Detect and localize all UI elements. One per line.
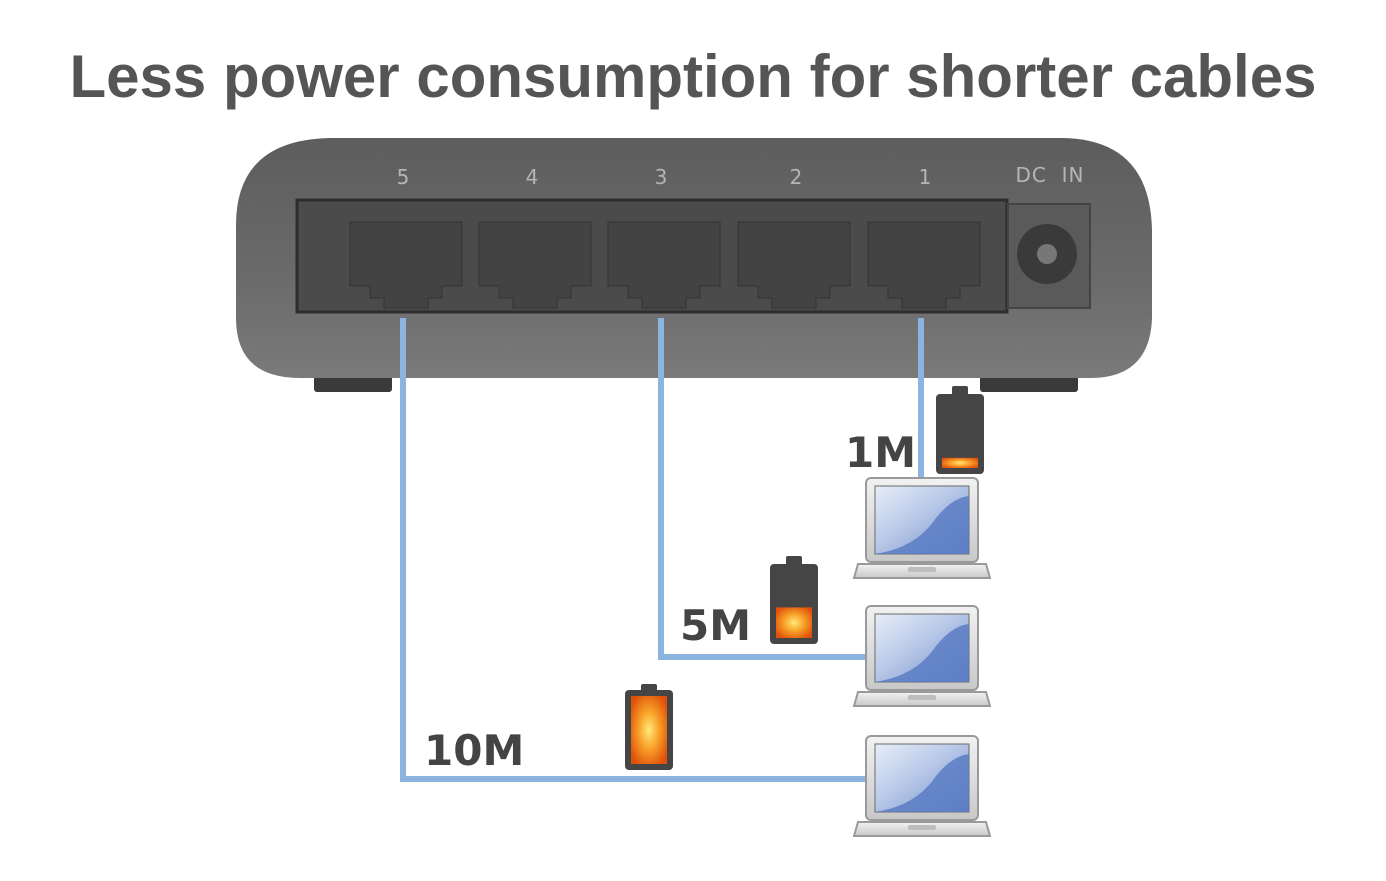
cable-5m xyxy=(658,318,868,660)
ethernet-jack-3 xyxy=(607,221,721,309)
cable-length-label-5m: 5M xyxy=(680,601,751,650)
ethernet-jack-4 xyxy=(478,221,592,309)
port-label-3: 3 xyxy=(655,165,668,189)
port-label-4: 4 xyxy=(526,165,539,189)
cable-length-label-10m: 10M xyxy=(424,726,524,775)
ethernet-jack-2 xyxy=(737,221,851,309)
port-label-2: 2 xyxy=(790,165,803,189)
cables xyxy=(400,318,924,782)
port-label-5: 5 xyxy=(397,165,410,189)
diagram-title: Less power consumption for shorter cable… xyxy=(70,43,1317,110)
battery-icon-1m xyxy=(936,386,984,474)
port-labels: 5 4 3 2 1 DC IN xyxy=(397,163,1085,189)
battery-fill-1m xyxy=(942,457,978,468)
ethernet-jack-5 xyxy=(349,221,463,309)
ethernet-jack-1 xyxy=(867,221,981,309)
laptop-icon-3 xyxy=(852,735,992,837)
battery-fill-10m xyxy=(631,696,667,764)
laptop-icon-2 xyxy=(852,605,992,707)
battery-icon-5m xyxy=(770,556,818,644)
battery-icon-10m xyxy=(625,684,673,770)
port-label-1: 1 xyxy=(919,165,932,189)
dc-in-label: DC IN xyxy=(1016,163,1085,187)
dc-jack xyxy=(1007,203,1091,309)
cable-10m xyxy=(400,318,868,782)
laptop-icon-1 xyxy=(852,477,992,579)
battery-fill-5m xyxy=(776,607,812,638)
cable-length-label-1m: 1M xyxy=(845,428,916,477)
